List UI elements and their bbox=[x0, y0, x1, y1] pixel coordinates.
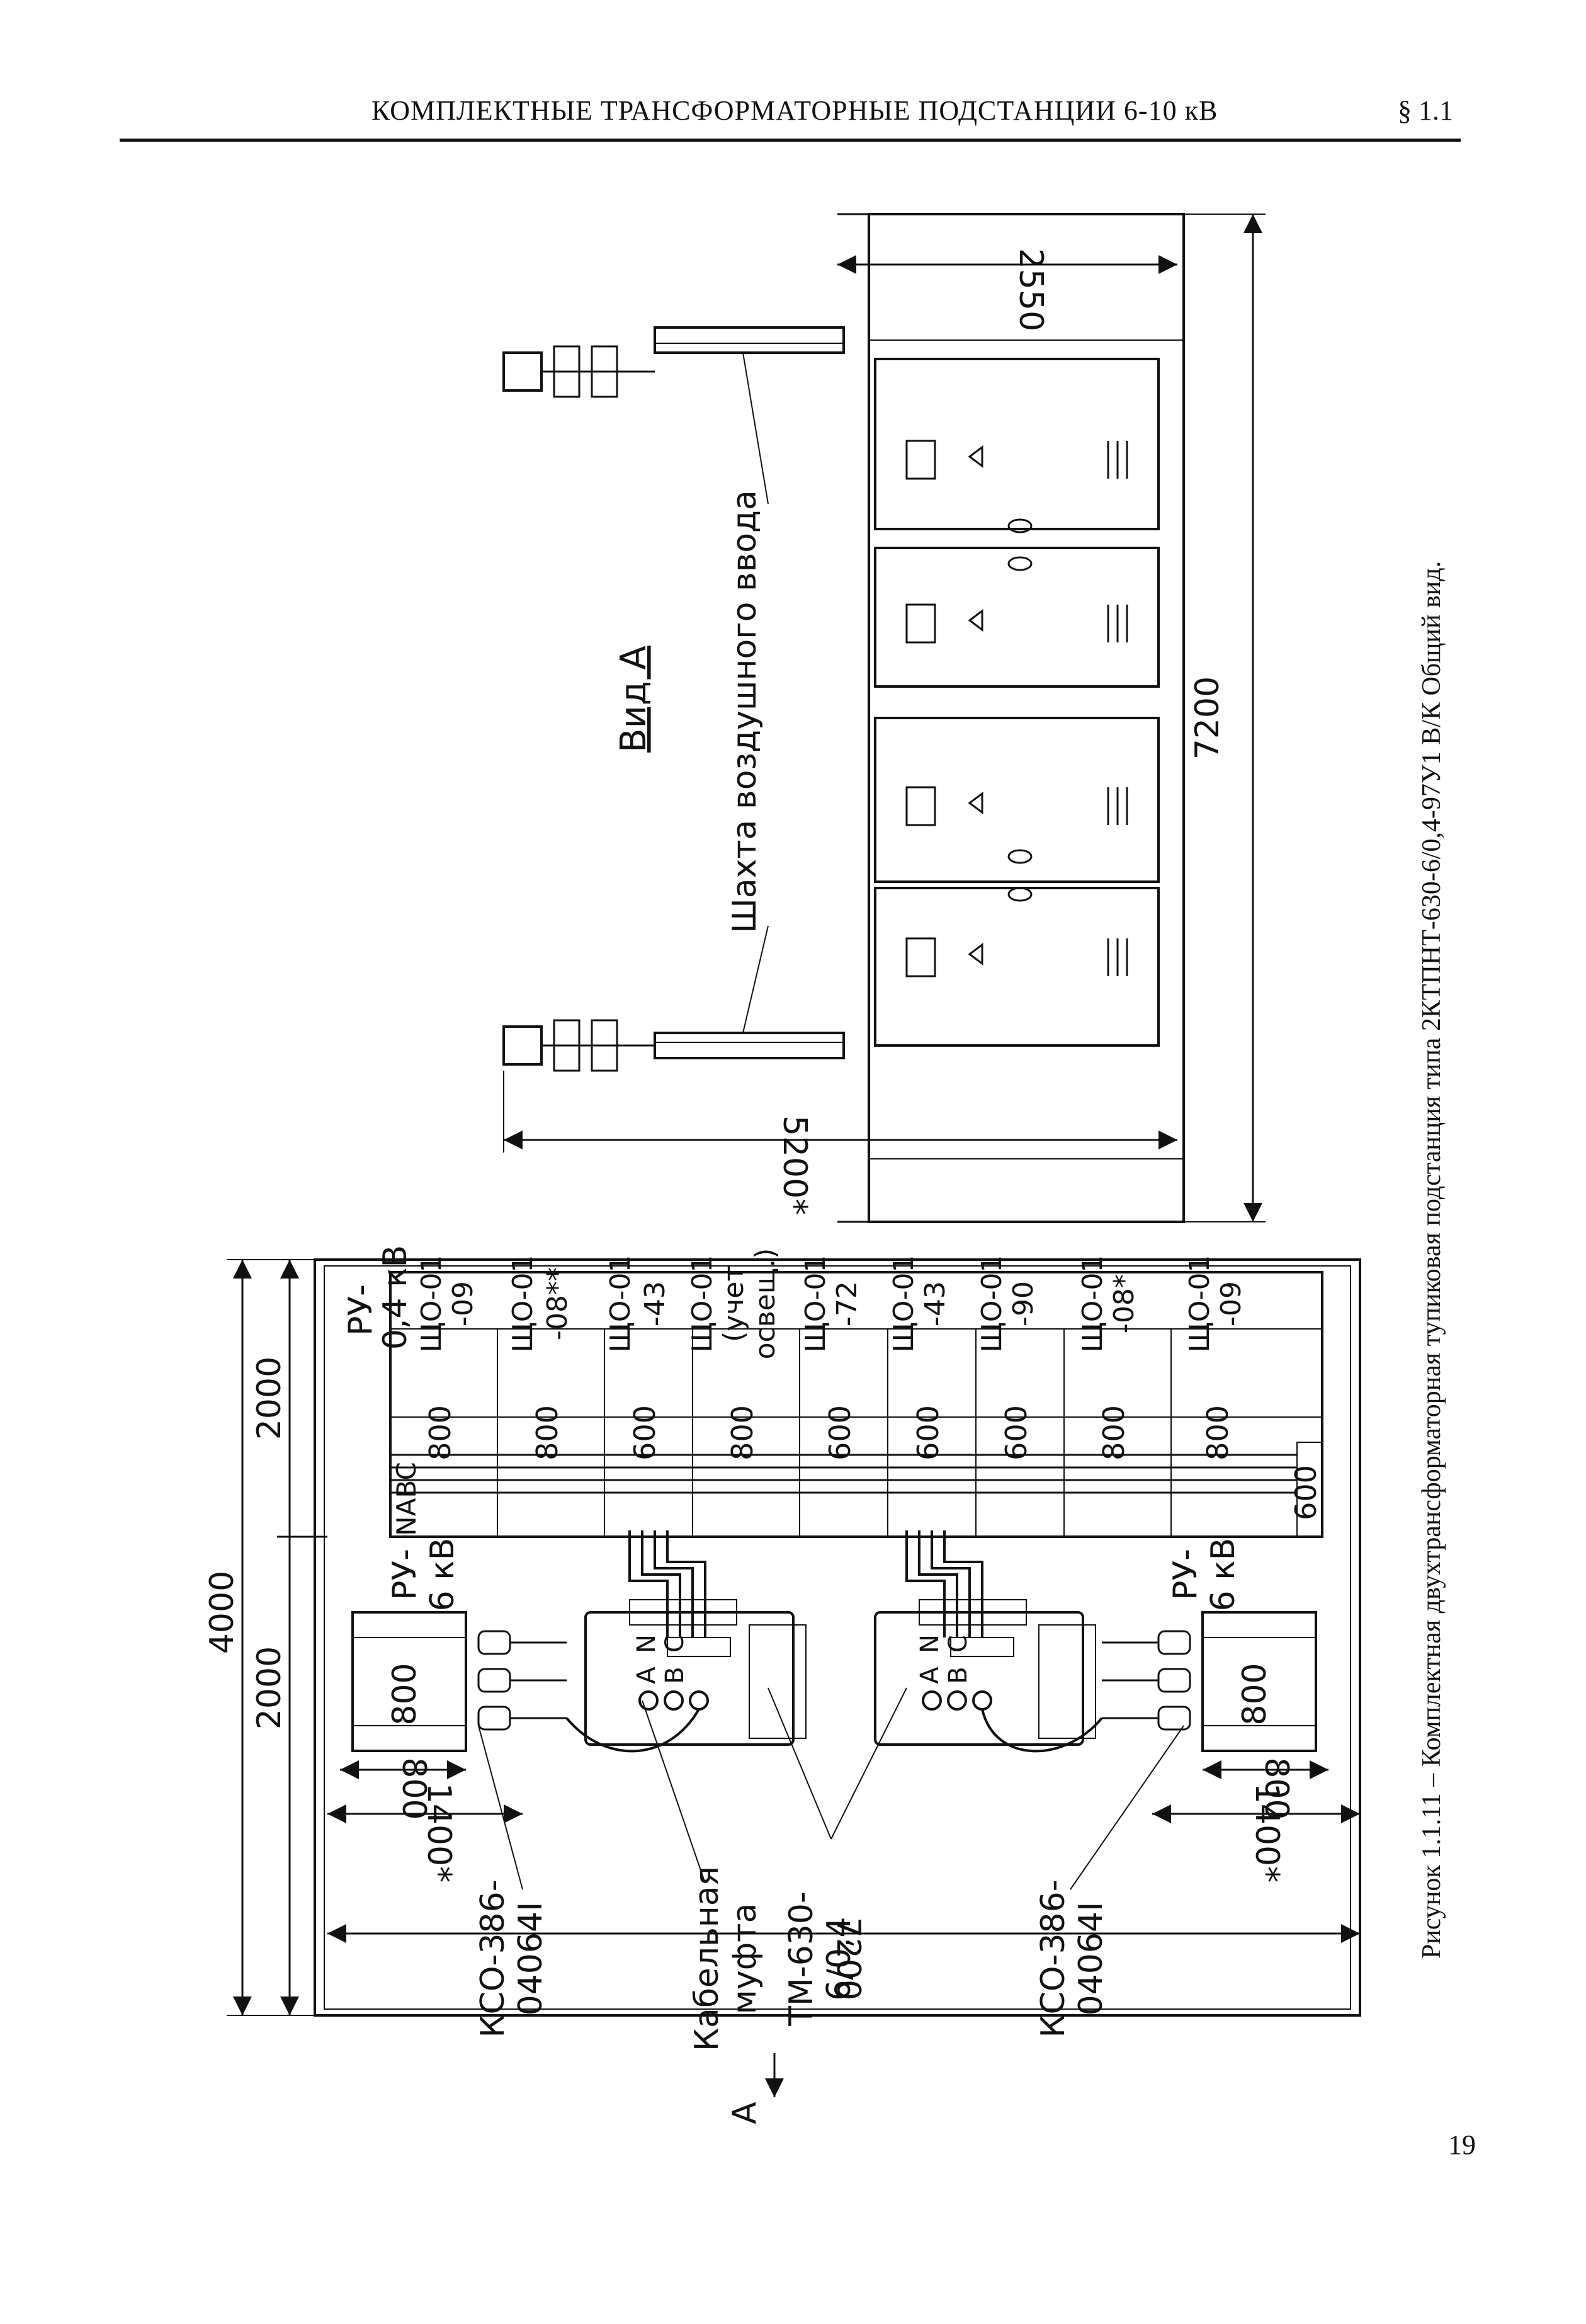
terminal-c-top: C bbox=[660, 1635, 689, 1653]
panel-name-4a: ЩО-01 bbox=[686, 1255, 718, 1353]
dim-kso-top: 800 bbox=[395, 1757, 433, 1820]
side-view bbox=[502, 213, 1266, 1223]
panel-name-4b: (учет bbox=[718, 1265, 750, 1342]
label-kso-top-1: КСО-386- bbox=[474, 1880, 512, 2038]
panel-name-5b: -72 bbox=[831, 1281, 863, 1326]
page-header-title: КОМПЛЕКТНЫЕ ТРАНСФОРМАТОРНЫЕ ПОДСТАНЦИИ … bbox=[371, 95, 1218, 126]
ru6-label-top-1: РУ- bbox=[386, 1549, 424, 1600]
panel-separators bbox=[497, 1329, 1172, 1537]
ru04-cabinet bbox=[389, 1271, 1323, 1538]
air-entry-shaft-left bbox=[502, 326, 845, 398]
dim-side-length: 7200 bbox=[1189, 676, 1226, 760]
panel-width-7: 600 bbox=[999, 1405, 1033, 1461]
busbars bbox=[390, 1454, 1297, 1494]
panel-width-8: 800 bbox=[1097, 1405, 1131, 1461]
terminal-n-top: N bbox=[632, 1634, 661, 1653]
leader-lines bbox=[478, 1687, 1184, 1890]
panel-name-1b: -09 bbox=[447, 1281, 479, 1326]
panel-name-3a: ЩО-01 bbox=[604, 1255, 637, 1353]
panel-width-6: 600 bbox=[911, 1405, 945, 1461]
label-kso-bottom-1: КСО-386- bbox=[1034, 1880, 1072, 2038]
dim-total-width: 4000 bbox=[203, 1571, 241, 1654]
panel-name-9a: ЩО-01 bbox=[1184, 1255, 1216, 1353]
panel-width-5: 600 bbox=[823, 1405, 857, 1461]
panel-width-1: 800 bbox=[423, 1405, 457, 1461]
dim-entry-bottom: 1400* bbox=[1248, 1783, 1286, 1883]
ru04-label-2: 0,4 кВ bbox=[377, 1245, 414, 1350]
panel-name-4c: освещ.) bbox=[749, 1248, 781, 1360]
panel-name-8a: ЩО-01 bbox=[1077, 1255, 1109, 1353]
terminal-b-bottom: B bbox=[944, 1666, 973, 1683]
label-cable-1: Кабельная bbox=[688, 1866, 726, 2051]
transformer-top bbox=[584, 1599, 807, 1746]
figure-caption: Рисунок 1.1.11 – Комплектная двухтрансфо… bbox=[1417, 561, 1446, 1959]
terminal-c-bottom: C bbox=[944, 1635, 973, 1653]
panel-name-2a: ЩО-01 bbox=[507, 1255, 539, 1353]
terminal-b-top: B bbox=[660, 1666, 689, 1683]
panel-name-1a: ЩО-01 bbox=[416, 1255, 448, 1353]
terminal-a-top: A bbox=[632, 1666, 661, 1684]
terminal-n-bottom: N bbox=[915, 1634, 944, 1653]
label-cable-2: муфта bbox=[726, 1903, 764, 2015]
page-number: 19 bbox=[1448, 2129, 1476, 2160]
dim-kso-bottom: 800 bbox=[1257, 1757, 1295, 1820]
panel-width-4: 800 bbox=[725, 1405, 759, 1461]
section-number: § 1.1 bbox=[1398, 95, 1453, 126]
kso-body-label-top: 800 bbox=[386, 1663, 424, 1725]
ru6-label-bottom-2: 6 кВ bbox=[1204, 1538, 1242, 1612]
header-rule bbox=[120, 139, 1461, 142]
dim-side-entry: 5200* bbox=[776, 1115, 813, 1215]
lv-cables bbox=[628, 1530, 983, 1638]
ru04-label-1: РУ- bbox=[342, 1284, 380, 1336]
panel-name-8b: -08* bbox=[1108, 1274, 1140, 1333]
dim-half-right: 2000 bbox=[251, 1646, 288, 1729]
plan-outline bbox=[314, 1258, 1361, 2017]
kso-body-label-bottom: 800 bbox=[1236, 1663, 1274, 1725]
ru6-label-bottom-1: РУ- bbox=[1167, 1549, 1204, 1600]
bushings-bottom bbox=[1102, 1630, 1191, 1731]
terminal-a-bottom: A bbox=[915, 1666, 944, 1684]
label-tm-2: 6/0,4 bbox=[820, 1917, 858, 2000]
panel-name-7a: ЩО-01 bbox=[976, 1255, 1008, 1353]
transformer-bottom bbox=[874, 1599, 1096, 1746]
dim-total-length: 7200 bbox=[829, 1917, 867, 2000]
panel-name-5a: ЩО-01 bbox=[800, 1255, 832, 1353]
view-arrow-label: А bbox=[726, 2102, 764, 2124]
dim-entry-top: 1400* bbox=[420, 1783, 458, 1883]
panel-name-2b: -08** bbox=[541, 1267, 574, 1340]
busbar-label: NABC bbox=[391, 1462, 422, 1536]
label-tm-1: ТМ-630- bbox=[783, 1891, 820, 2026]
panel-name-9b: -09 bbox=[1215, 1281, 1247, 1326]
panel-width-9: 800 bbox=[1201, 1405, 1235, 1461]
shaft-label: Шахта воздушного ввода bbox=[726, 490, 764, 933]
dim-side-height: 2550 bbox=[1012, 248, 1050, 331]
air-entry-shaft-right bbox=[502, 1019, 845, 1072]
dim-half-left: 2000 bbox=[251, 1357, 288, 1440]
panel-name-7b: -90 bbox=[1007, 1281, 1039, 1326]
label-kso-bottom-2: 04064I bbox=[1072, 1902, 1110, 2016]
panel-name-6a: ЩО-01 bbox=[888, 1255, 920, 1353]
panel-name-3b: -43 bbox=[639, 1281, 671, 1326]
panel-width-3: 600 bbox=[628, 1405, 662, 1461]
panel-name-6b: -43 bbox=[919, 1281, 951, 1326]
doors bbox=[874, 358, 1160, 1047]
label-kso-top-2: 04064I bbox=[512, 1902, 550, 2016]
side-view-title: Вид А bbox=[613, 646, 654, 753]
plan-view bbox=[227, 1258, 1361, 2097]
bushings-top bbox=[477, 1630, 567, 1731]
panel-width-2: 800 bbox=[530, 1405, 564, 1461]
ru6-label-top-2: 6 кВ bbox=[424, 1538, 462, 1612]
busbar-end-label: 600 bbox=[1289, 1465, 1323, 1520]
side-body bbox=[868, 213, 1185, 1223]
